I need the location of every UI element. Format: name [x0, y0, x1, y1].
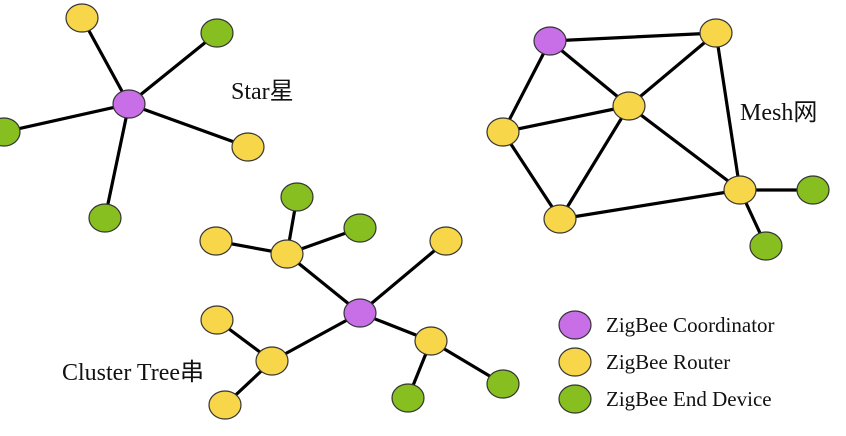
star-coordinator-node [112, 89, 146, 119]
legend-label-end-device: ZigBee End Device [606, 387, 772, 411]
mesh-edge [627, 104, 742, 192]
mesh-edge [558, 104, 631, 221]
star-edge [127, 102, 250, 149]
tree-end-device-node [391, 383, 425, 413]
tree-end-device-node [486, 369, 520, 399]
mesh-edge [501, 39, 552, 134]
mesh-edge [501, 130, 562, 221]
legend-item-end-device: ZigBee End Device [558, 384, 772, 414]
star-edge [127, 31, 219, 106]
legend: ZigBee Coordinator ZigBee Router ZigBee … [558, 310, 775, 414]
tree-router-node [429, 226, 463, 256]
mesh-router-node [612, 91, 646, 121]
tree-router-node [200, 305, 234, 335]
star-edge [2, 102, 131, 134]
tree-router-node [255, 346, 289, 376]
tree-end-device-node [343, 213, 377, 243]
tree-router-node [414, 326, 448, 356]
star-end-device-node [0, 117, 21, 147]
mesh-edge [548, 39, 631, 108]
mesh-edge [714, 31, 742, 192]
mesh-edge [558, 188, 742, 221]
mesh-label: Mesh网 [740, 100, 817, 126]
star-router-node [65, 3, 99, 33]
legend-swatch-coordinator [558, 310, 592, 340]
tree-router-node [270, 239, 304, 269]
mesh-router-node [699, 18, 733, 48]
star-end-device-node [88, 203, 122, 233]
legend-swatch-router [558, 347, 592, 377]
mesh-router-node [723, 175, 757, 205]
tree-edge [270, 311, 362, 363]
mesh-end-device-node [796, 175, 830, 205]
mesh-edge [548, 31, 718, 43]
mesh-router-node [486, 117, 520, 147]
tree-router-node [208, 390, 242, 420]
star-label: Star星 [231, 79, 294, 105]
edges-layer [2, 16, 815, 407]
mesh-edge [501, 104, 631, 134]
cluster-tree-label: Cluster Tree串 [62, 359, 204, 386]
tree-end-device-node [280, 182, 314, 212]
legend-item-coordinator: ZigBee Coordinator [558, 310, 775, 340]
nodes-layer [0, 3, 830, 420]
tree-coordinator-node [343, 298, 377, 328]
tree-edge [358, 239, 448, 315]
mesh-router-node [543, 204, 577, 234]
mesh-edge [627, 31, 718, 108]
legend-swatch-end-device [558, 384, 592, 414]
mesh-end-device-node [749, 231, 783, 261]
star-edge [103, 102, 131, 220]
legend-label-router: ZigBee Router [606, 350, 730, 374]
star-router-node [231, 132, 265, 162]
star-edge [80, 16, 131, 106]
mesh-coordinator-node [533, 26, 567, 56]
tree-router-node [199, 226, 233, 256]
star-end-device-node [200, 18, 234, 48]
legend-label-coordinator: ZigBee Coordinator [606, 313, 775, 337]
legend-item-router: ZigBee Router [558, 347, 730, 377]
